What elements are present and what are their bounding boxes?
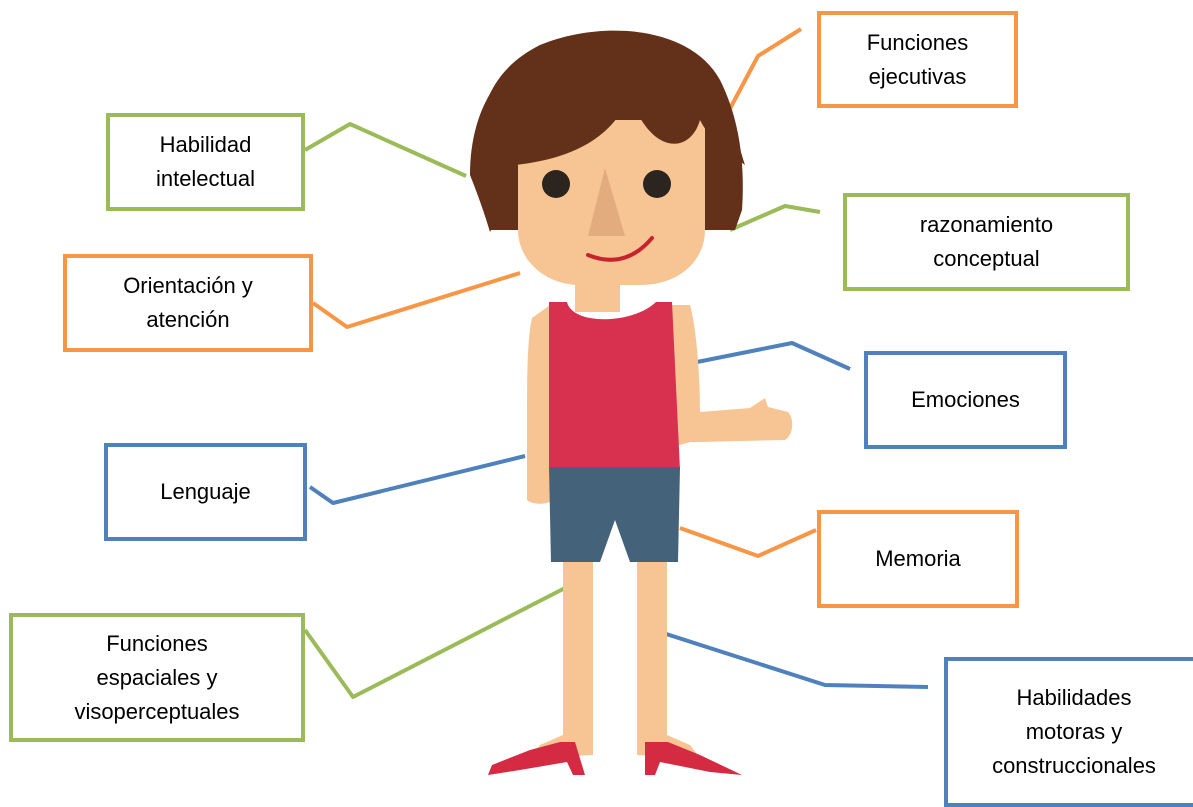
connector-razonamiento — [729, 204, 821, 232]
connector-orientacion — [311, 271, 521, 329]
label-memoria: Memoria — [817, 510, 1019, 608]
girl-figure — [470, 30, 793, 775]
left-eye — [542, 170, 570, 198]
left-leg — [563, 555, 593, 745]
label-habilidad-intelectual: Habilidad intelectual — [106, 113, 305, 211]
mouth — [586, 236, 654, 262]
connector-memoria — [679, 526, 817, 558]
label-emociones: Emociones — [864, 351, 1067, 449]
label-funciones-espaciales: Funciones espaciales y visoperceptuales — [9, 613, 305, 742]
label-lenguaje: Lenguaje — [104, 443, 307, 541]
right-shoe — [645, 742, 742, 775]
nose — [588, 168, 625, 236]
connector-emociones — [696, 341, 851, 371]
shorts — [549, 467, 680, 562]
connector-habilidades-motoras — [659, 630, 929, 689]
right-leg — [637, 555, 667, 745]
tank-top — [549, 302, 680, 470]
connector-funciones-espaciales — [303, 586, 566, 699]
right-arm — [668, 305, 793, 445]
left-shoe — [488, 742, 585, 775]
right-eye — [643, 170, 671, 198]
connector-lenguaje — [308, 454, 526, 505]
label-funciones-ejecutivas: Funciones ejecutivas — [817, 11, 1018, 108]
connector-funciones-ejecutivas — [723, 27, 803, 119]
hair-bangs — [470, 33, 745, 232]
connector-lines — [303, 27, 929, 699]
label-habilidades-motoras: Habilidades motoras y construccionales — [944, 657, 1193, 807]
label-orientacion-atencion: Orientación y atención — [63, 254, 313, 352]
label-razonamiento-conceptual: razonamiento conceptual — [843, 193, 1130, 291]
connector-habilidad-intelectual — [303, 122, 467, 178]
left-arm — [527, 305, 552, 504]
